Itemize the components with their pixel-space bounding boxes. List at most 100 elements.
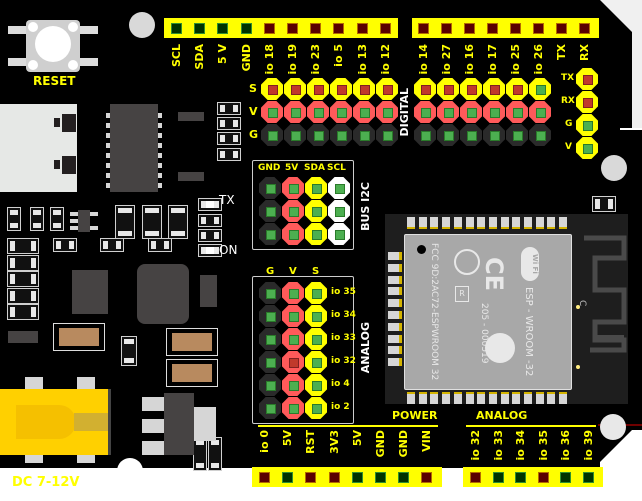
digital-pin[interactable] bbox=[414, 124, 436, 146]
header-pin[interactable] bbox=[333, 23, 345, 34]
uart-pin[interactable] bbox=[576, 68, 598, 90]
usb-c-port[interactable] bbox=[0, 104, 77, 192]
digital-pin[interactable] bbox=[506, 78, 528, 100]
digital-pin[interactable] bbox=[376, 124, 398, 146]
digital-pin[interactable] bbox=[437, 78, 459, 100]
i2c-pin[interactable] bbox=[282, 223, 304, 245]
uart-pin[interactable] bbox=[576, 91, 598, 113]
header-pin[interactable] bbox=[263, 23, 275, 34]
digital-pin[interactable] bbox=[307, 124, 329, 146]
header-pin[interactable] bbox=[379, 23, 391, 34]
analog-pin[interactable] bbox=[282, 305, 304, 327]
digital-pin[interactable] bbox=[261, 101, 283, 123]
i2c-pin[interactable] bbox=[305, 200, 327, 222]
reset-button[interactable] bbox=[8, 20, 98, 72]
analog-pin[interactable] bbox=[282, 374, 304, 396]
i2c-pin[interactable] bbox=[305, 177, 327, 199]
analog-pin[interactable] bbox=[305, 374, 327, 396]
power-pin[interactable] bbox=[398, 472, 410, 483]
analog-header-pin[interactable] bbox=[515, 472, 526, 483]
i2c-pin[interactable] bbox=[282, 200, 304, 222]
analog-pin[interactable] bbox=[305, 282, 327, 304]
digital-pin[interactable] bbox=[376, 101, 398, 123]
i2c-pin[interactable] bbox=[328, 200, 350, 222]
analog-pin[interactable] bbox=[259, 397, 281, 419]
digital-pin[interactable] bbox=[506, 124, 528, 146]
dc-power-jack[interactable] bbox=[0, 377, 111, 463]
i2c-pin[interactable] bbox=[328, 177, 350, 199]
analog-pin[interactable] bbox=[259, 374, 281, 396]
digital-pin[interactable] bbox=[414, 101, 436, 123]
analog-pin[interactable] bbox=[282, 397, 304, 419]
i2c-pin[interactable] bbox=[259, 223, 281, 245]
digital-pin[interactable] bbox=[284, 78, 306, 100]
analog-pin[interactable] bbox=[305, 328, 327, 350]
analog-pin[interactable] bbox=[259, 351, 281, 373]
header-pin[interactable] bbox=[240, 23, 252, 34]
digital-pin[interactable] bbox=[261, 78, 283, 100]
i2c-pin[interactable] bbox=[282, 177, 304, 199]
digital-pin[interactable] bbox=[483, 78, 505, 100]
analog-header-pin[interactable] bbox=[470, 472, 481, 483]
header-pin[interactable] bbox=[556, 23, 567, 34]
digital-pin[interactable] bbox=[483, 124, 505, 146]
digital-pin[interactable] bbox=[261, 124, 283, 146]
uart-pin[interactable] bbox=[576, 114, 598, 136]
digital-pin[interactable] bbox=[353, 78, 375, 100]
header-pin[interactable] bbox=[310, 23, 322, 34]
analog-pin[interactable] bbox=[282, 351, 304, 373]
digital-pin[interactable] bbox=[330, 124, 352, 146]
digital-pin[interactable] bbox=[330, 101, 352, 123]
analog-pin[interactable] bbox=[259, 328, 281, 350]
i2c-pin[interactable] bbox=[328, 223, 350, 245]
digital-pin[interactable] bbox=[483, 101, 505, 123]
analog-header-pin[interactable] bbox=[582, 472, 594, 483]
power-pin[interactable] bbox=[282, 472, 294, 483]
analog-header-pin[interactable] bbox=[492, 472, 504, 483]
header-pin[interactable] bbox=[487, 23, 498, 34]
header-pin[interactable] bbox=[441, 23, 452, 34]
header-pin[interactable] bbox=[287, 23, 298, 34]
power-pin[interactable] bbox=[351, 472, 363, 483]
header-pin[interactable] bbox=[418, 23, 429, 34]
digital-pin[interactable] bbox=[284, 124, 306, 146]
power-pin[interactable] bbox=[259, 472, 270, 483]
header-pin[interactable] bbox=[579, 23, 590, 34]
i2c-pin[interactable] bbox=[259, 200, 281, 222]
power-pin[interactable] bbox=[328, 472, 340, 483]
analog-header-pin[interactable] bbox=[537, 472, 549, 483]
digital-pin[interactable] bbox=[284, 101, 306, 123]
analog-header-pin[interactable] bbox=[560, 472, 571, 483]
digital-pin[interactable] bbox=[437, 101, 459, 123]
digital-pin[interactable] bbox=[353, 101, 375, 123]
digital-pin[interactable] bbox=[506, 101, 528, 123]
analog-pin[interactable] bbox=[282, 282, 304, 304]
header-pin[interactable] bbox=[171, 23, 182, 34]
header-pin[interactable] bbox=[533, 23, 544, 34]
i2c-pin[interactable] bbox=[305, 223, 327, 245]
header-pin[interactable] bbox=[510, 23, 521, 34]
digital-pin[interactable] bbox=[529, 124, 551, 146]
header-pin[interactable] bbox=[464, 23, 475, 34]
header-pin[interactable] bbox=[194, 23, 206, 34]
digital-pin[interactable] bbox=[376, 78, 398, 100]
digital-pin[interactable] bbox=[437, 124, 459, 146]
analog-pin[interactable] bbox=[259, 282, 281, 304]
digital-pin[interactable] bbox=[460, 78, 482, 100]
power-pin[interactable] bbox=[421, 472, 433, 483]
uart-pin[interactable] bbox=[576, 137, 598, 159]
digital-pin[interactable] bbox=[414, 78, 436, 100]
i2c-pin[interactable] bbox=[259, 177, 281, 199]
analog-pin[interactable] bbox=[305, 351, 327, 373]
digital-pin[interactable] bbox=[460, 124, 482, 146]
digital-pin[interactable] bbox=[307, 78, 329, 100]
analog-pin[interactable] bbox=[282, 328, 304, 350]
digital-pin[interactable] bbox=[353, 124, 375, 146]
analog-pin[interactable] bbox=[305, 397, 327, 419]
digital-pin[interactable] bbox=[460, 101, 482, 123]
digital-pin[interactable] bbox=[307, 101, 329, 123]
analog-pin[interactable] bbox=[259, 305, 281, 327]
header-pin[interactable] bbox=[356, 23, 368, 34]
power-pin[interactable] bbox=[375, 472, 386, 483]
header-pin[interactable] bbox=[217, 23, 229, 34]
